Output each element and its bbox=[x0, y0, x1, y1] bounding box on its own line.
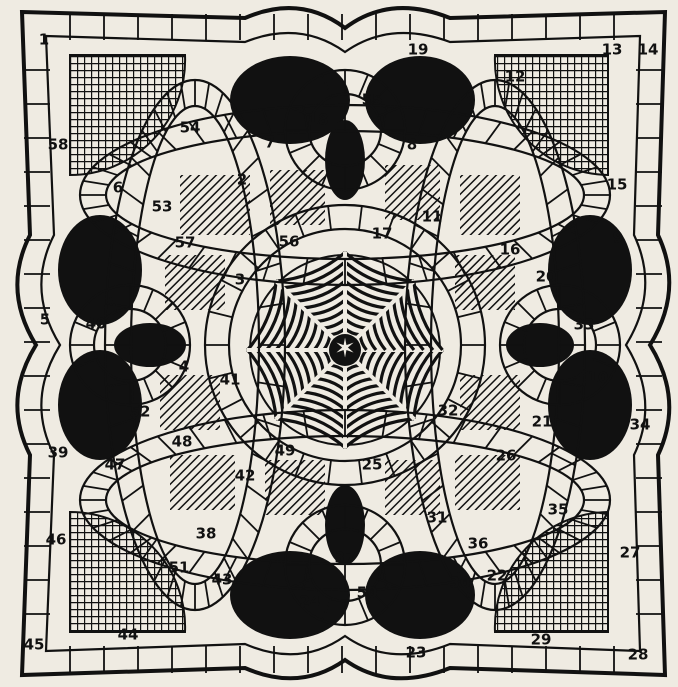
cell-number: 34 bbox=[630, 416, 651, 434]
cell-number: 29 bbox=[531, 631, 552, 649]
cell-number: 36 bbox=[468, 535, 489, 553]
cell-number: 27 bbox=[620, 544, 641, 562]
cell-number: 54 bbox=[180, 119, 201, 137]
cell-number: 43 bbox=[212, 571, 233, 589]
cell-number: 23 bbox=[406, 644, 427, 662]
cell-number: 57 bbox=[175, 234, 196, 252]
corner-fan bbox=[495, 512, 608, 632]
cell-number: 24 bbox=[300, 593, 321, 611]
cell-number: 30 bbox=[450, 574, 471, 592]
cell-number: 41 bbox=[220, 371, 241, 389]
cell-number: 15 bbox=[607, 176, 628, 194]
cell-number: 32 bbox=[438, 402, 459, 420]
cell-number: 13 bbox=[602, 41, 623, 59]
cell-number: 38 bbox=[196, 525, 217, 543]
cell-number: 46 bbox=[46, 531, 67, 549]
cell-number: 25 bbox=[362, 456, 383, 474]
cell-number: 28 bbox=[628, 646, 649, 664]
cell-number: 11 bbox=[422, 208, 443, 226]
cell-number: 17 bbox=[372, 225, 393, 243]
cell-number: 20 bbox=[536, 268, 557, 286]
cell-number: 48 bbox=[172, 433, 193, 451]
cell-number: 22 bbox=[487, 567, 508, 585]
cell-number: 35 bbox=[548, 501, 569, 519]
corner-fan bbox=[70, 55, 185, 175]
cell-number: 26 bbox=[496, 447, 517, 465]
cell-number: 50 bbox=[357, 584, 378, 602]
cell-number: 16 bbox=[500, 241, 521, 259]
hatched-cell bbox=[460, 175, 520, 235]
cell-number: 33 bbox=[574, 316, 595, 334]
cell-number: 53 bbox=[152, 198, 173, 216]
hatched-cell bbox=[170, 455, 235, 510]
cell-number: 51 bbox=[169, 559, 190, 577]
cell-number: 9 bbox=[613, 229, 623, 247]
cell-number: 55 bbox=[362, 91, 383, 109]
cell-number: 39 bbox=[48, 444, 69, 462]
cell-number: 40 bbox=[86, 315, 107, 333]
cell-number: 4 bbox=[179, 358, 189, 376]
cell-number: 1 bbox=[39, 31, 49, 49]
cell-number: 47 bbox=[105, 456, 126, 474]
cell-number: 5 bbox=[40, 311, 50, 329]
cell-number: 37 bbox=[335, 549, 356, 567]
cell-number: 6 bbox=[113, 179, 123, 197]
cell-number: 12 bbox=[505, 68, 526, 86]
cell-number: 21 bbox=[532, 413, 553, 431]
cell-number: 58 bbox=[48, 136, 69, 154]
cell-number: 10 bbox=[588, 369, 609, 387]
cell-number: 45 bbox=[24, 636, 45, 654]
cell-number: 2 bbox=[237, 171, 247, 189]
cell-number: 56 bbox=[279, 233, 300, 251]
hatched-cell bbox=[460, 375, 520, 430]
cell-number: 19 bbox=[408, 41, 429, 59]
cell-number: 7 bbox=[265, 134, 275, 152]
cell-number: 44 bbox=[118, 626, 139, 644]
star-icon: ✶ bbox=[334, 334, 356, 364]
cell-number: 18 bbox=[308, 111, 329, 129]
cell-number: 8 bbox=[407, 136, 417, 154]
cell-number: 52 bbox=[130, 403, 151, 421]
cell-number: 3 bbox=[235, 271, 245, 289]
hatched-cell bbox=[270, 170, 325, 225]
cell-number: 14 bbox=[638, 41, 659, 59]
cell-number: 31 bbox=[427, 509, 448, 527]
cell-number: 49 bbox=[275, 442, 296, 460]
cell-number: 42 bbox=[235, 467, 256, 485]
